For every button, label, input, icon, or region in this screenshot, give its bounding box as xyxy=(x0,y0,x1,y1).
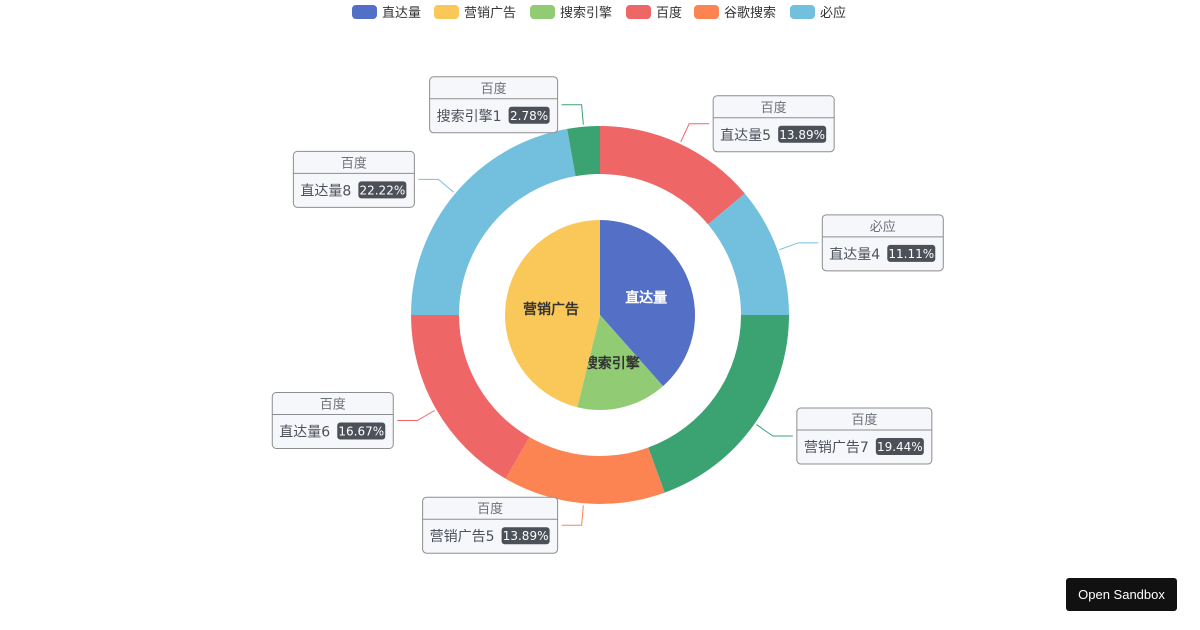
leader-line xyxy=(418,178,455,193)
legend-label: 营销广告 xyxy=(464,6,516,21)
legend-item[interactable]: 必应 xyxy=(790,5,846,21)
callout-percent: 13.89% xyxy=(503,529,549,543)
callout-percent-badge xyxy=(337,422,386,440)
legend-label: 谷歌搜索 xyxy=(724,6,776,21)
callout-slice-name: 搜索引擎1 xyxy=(437,108,502,125)
inner-slice-label: 营销广告 xyxy=(523,301,579,318)
callout-percent: 22.22% xyxy=(359,183,405,197)
callout-percent-badge xyxy=(501,527,550,545)
callout-series-name: 百度 xyxy=(851,412,877,428)
callout-slice-name: 直达量8 xyxy=(300,182,351,199)
legend-swatch xyxy=(626,5,651,19)
callout-slice-name: 营销广告5 xyxy=(430,529,495,545)
inner-slice-label: 搜索引擎 xyxy=(584,355,640,372)
leader-line xyxy=(779,242,819,251)
legend-item[interactable]: 直达量 xyxy=(352,5,421,21)
callout-slice-name: 直达量4 xyxy=(829,246,880,263)
inner-slice-label: 直达量 xyxy=(625,289,667,306)
leader-line xyxy=(561,104,584,125)
inner-slice[interactable] xyxy=(600,220,696,387)
callout-slice-name: 直达量6 xyxy=(279,424,330,441)
inner-slice[interactable] xyxy=(577,315,663,411)
callout-series-name: 百度 xyxy=(481,81,507,97)
callout-percent-badge xyxy=(875,438,924,456)
legend-label: 直达量 xyxy=(382,6,421,21)
callout-percent-badge xyxy=(778,125,827,143)
outer-slice[interactable] xyxy=(648,315,789,493)
leader-line xyxy=(756,424,793,437)
legend-label: 必应 xyxy=(820,5,846,21)
callout-percent: 16.67% xyxy=(338,425,384,439)
outer-slice[interactable] xyxy=(708,193,789,315)
legend-item[interactable]: 谷歌搜索 xyxy=(694,5,776,21)
outer-slice[interactable] xyxy=(505,437,665,504)
legend-swatch xyxy=(352,5,377,19)
leader-line xyxy=(680,123,710,143)
callout-series-name: 百度 xyxy=(341,155,367,171)
callout-percent: 13.89% xyxy=(779,128,825,142)
inner-slice[interactable] xyxy=(505,220,600,408)
legend-item[interactable]: 营销广告 xyxy=(434,5,516,21)
outer-slice[interactable] xyxy=(567,126,600,177)
open-sandbox-button[interactable]: Open Sandbox xyxy=(1066,578,1177,611)
callout-series-name: 百度 xyxy=(761,100,787,116)
callout-percent-badge xyxy=(358,181,407,199)
legend-label: 搜索引擎 xyxy=(560,6,612,21)
callout-slice-name: 直达量5 xyxy=(720,127,771,144)
legend-swatch xyxy=(530,5,555,19)
legend-swatch xyxy=(694,5,719,19)
legend-swatch xyxy=(790,5,815,19)
leader-line xyxy=(561,505,584,526)
callout-series-name: 必应 xyxy=(870,219,896,235)
outer-slice[interactable] xyxy=(411,315,530,479)
callout-percent-badge xyxy=(508,106,550,124)
legend-label: 百度 xyxy=(656,5,682,21)
legend: 直达量 营销广告 搜索引擎 百度 谷歌搜索 必应 xyxy=(352,5,846,21)
leader-line xyxy=(397,410,435,421)
callout-percent: 2.78% xyxy=(510,109,548,123)
callout-percent: 11.11% xyxy=(888,247,934,261)
legend-item[interactable]: 百度 xyxy=(626,5,682,21)
legend-swatch xyxy=(434,5,459,19)
callout-percent-badge xyxy=(887,244,936,262)
callout-slice-name: 营销广告7 xyxy=(804,440,869,456)
outer-slice[interactable] xyxy=(411,128,576,315)
callout-series-name: 百度 xyxy=(320,397,346,413)
callout-percent: 19.44% xyxy=(877,440,923,454)
legend-item[interactable]: 搜索引擎 xyxy=(530,5,612,21)
callout-series-name: 百度 xyxy=(477,501,503,517)
outer-ring xyxy=(411,126,789,504)
outer-slice[interactable] xyxy=(600,126,745,225)
